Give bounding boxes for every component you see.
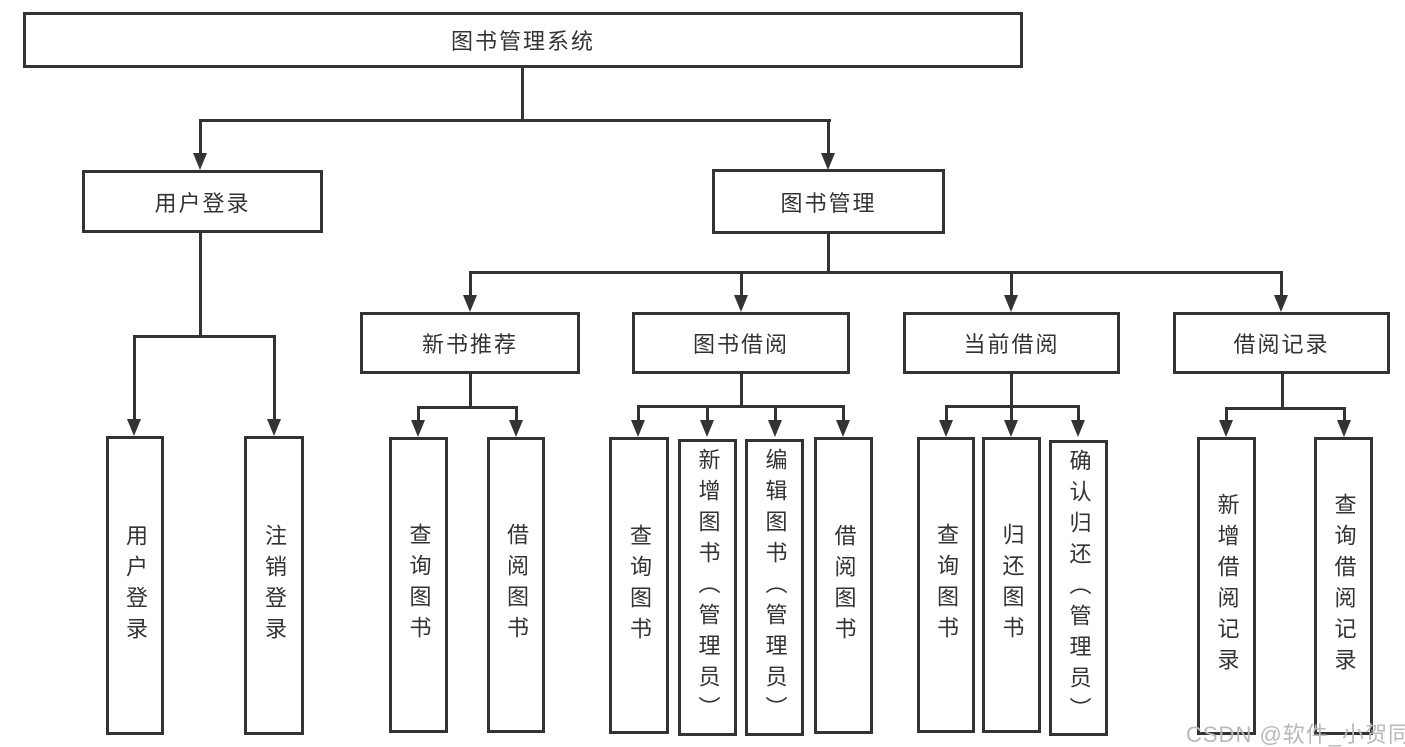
leaf-add-book-admin: 新增图书（管理员）: [678, 439, 737, 736]
arrow-down: [1071, 420, 1085, 437]
arrow-down: [1219, 420, 1233, 437]
arrow-down: [631, 420, 645, 437]
arrow-down: [1274, 295, 1288, 312]
connector-vline: [1077, 405, 1080, 421]
connector-hline: [417, 406, 518, 409]
leaf-current-query-books: 查询图书: [917, 437, 975, 733]
connector-vline: [637, 405, 640, 421]
connector-vline: [1010, 271, 1013, 297]
connector-vline: [1343, 407, 1346, 421]
arrow-down: [734, 295, 748, 312]
arrow-down: [1004, 295, 1018, 312]
node-new-book-recommend: 新书推荐: [360, 312, 580, 374]
arrow-down: [1004, 420, 1018, 437]
connector-vline: [273, 335, 276, 419]
connector-vline: [199, 119, 202, 155]
leaf-query-borrow-record: 查询借阅记录: [1314, 437, 1373, 735]
leaf-borrowing-borrow-books: 借阅图书: [814, 437, 873, 734]
connector-hline: [199, 119, 831, 122]
arrow-down: [700, 420, 714, 437]
node-book-borrowing: 图书借阅: [632, 312, 850, 374]
connector-vline: [1281, 374, 1284, 409]
connector-vline: [1010, 374, 1013, 408]
connector-vline: [774, 405, 777, 421]
connector-vline: [740, 374, 743, 408]
node-current-borrowing: 当前借阅: [903, 312, 1120, 374]
node-borrowing-records: 借阅记录: [1173, 312, 1390, 374]
leaf-confirm-return-admin: 确认归还（管理员）: [1049, 440, 1108, 736]
leaf-return-book: 归还图书: [982, 437, 1041, 733]
arrow-down: [509, 420, 523, 437]
node-library-system: 图书管理系统: [23, 12, 1023, 68]
leaf-borrowing-query-books: 查询图书: [609, 437, 669, 734]
arrow-down: [1337, 420, 1351, 437]
connector-vline: [740, 271, 743, 297]
leaf-add-borrow-record: 新增借阅记录: [1197, 437, 1256, 735]
connector-vline: [469, 374, 472, 408]
arrow-down: [267, 419, 281, 436]
connector-hline: [637, 405, 845, 408]
connector-vline: [827, 119, 830, 155]
connector-hline: [133, 335, 276, 338]
connector-vline: [469, 271, 472, 297]
connector-vline: [417, 406, 420, 421]
arrow-down: [193, 153, 207, 170]
arrow-down: [127, 419, 141, 436]
connector-vline: [1010, 405, 1013, 421]
connector-vline: [842, 405, 845, 421]
connector-vline: [1280, 271, 1283, 297]
connector-vline: [706, 405, 709, 421]
connector-hline: [469, 271, 1283, 274]
arrow-down: [939, 420, 953, 437]
arrow-down: [768, 420, 782, 437]
arrow-down: [463, 295, 477, 312]
leaf-recommend-borrow-books: 借阅图书: [487, 437, 545, 733]
connector-vline: [133, 335, 136, 419]
leaf-user-login: 用户登录: [106, 436, 164, 735]
node-user-login: 用户登录: [82, 170, 323, 233]
connector-vline: [515, 406, 518, 421]
watermark: CSDN @软件_小贺同学: [1186, 722, 1405, 747]
arrow-down: [411, 420, 425, 437]
connector-vline: [1225, 407, 1228, 421]
connector-vline: [827, 234, 830, 274]
arrow-down: [821, 153, 835, 170]
connector-hline: [1225, 407, 1345, 410]
leaf-edit-book-admin: 编辑图书（管理员）: [745, 439, 804, 736]
leaf-logout: 注销登录: [244, 436, 304, 735]
node-book-management: 图书管理: [712, 169, 945, 234]
connector-vline: [945, 405, 948, 421]
connector-vline: [199, 233, 202, 337]
leaf-recommend-query-books: 查询图书: [389, 437, 448, 733]
connector-vline: [521, 68, 524, 122]
arrow-down: [836, 420, 850, 437]
